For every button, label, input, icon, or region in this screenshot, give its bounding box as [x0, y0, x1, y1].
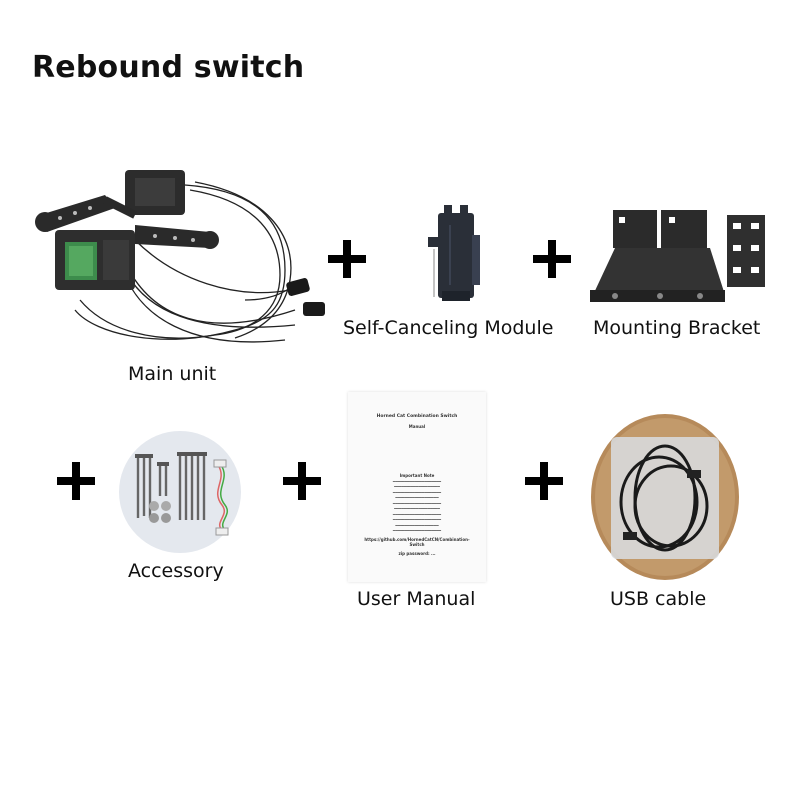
manual-icon: Horned Cat Combination Switch Manual Imp… — [348, 392, 486, 582]
item-label-user-manual: User Manual — [357, 588, 476, 610]
item-label-usb-cable: USB cable — [610, 588, 707, 610]
usb-cable-icon — [591, 414, 739, 580]
item-label-accessory: Accessory — [128, 560, 224, 582]
combination-switch-assembly-icon — [35, 170, 325, 343]
manual-password: zip password: ... — [398, 550, 436, 556]
plus-icon — [57, 462, 95, 500]
manual-note-heading: Important Note — [399, 473, 435, 478]
page-title: Rebound switch — [32, 50, 305, 85]
item-label-self-canceling-module: Self-Canceling Module — [343, 317, 554, 339]
plus-icon — [533, 240, 571, 278]
screws-and-cable-icon — [119, 431, 241, 553]
plus-icon — [328, 240, 366, 278]
mounting-bracket-icon — [590, 210, 765, 302]
manual-title: Horned Cat Combination Switch — [376, 414, 458, 419]
manual-subtitle: Manual — [408, 423, 426, 429]
item-label-main-unit: Main unit — [128, 363, 217, 385]
plus-icon — [283, 462, 321, 500]
plus-icon — [525, 462, 563, 500]
manual-footer-link: https://github.com/HornedCatCN/Combinati… — [364, 536, 470, 548]
item-label-mounting-bracket: Mounting Bracket — [593, 317, 761, 339]
self-canceling-module-icon — [428, 205, 480, 301]
